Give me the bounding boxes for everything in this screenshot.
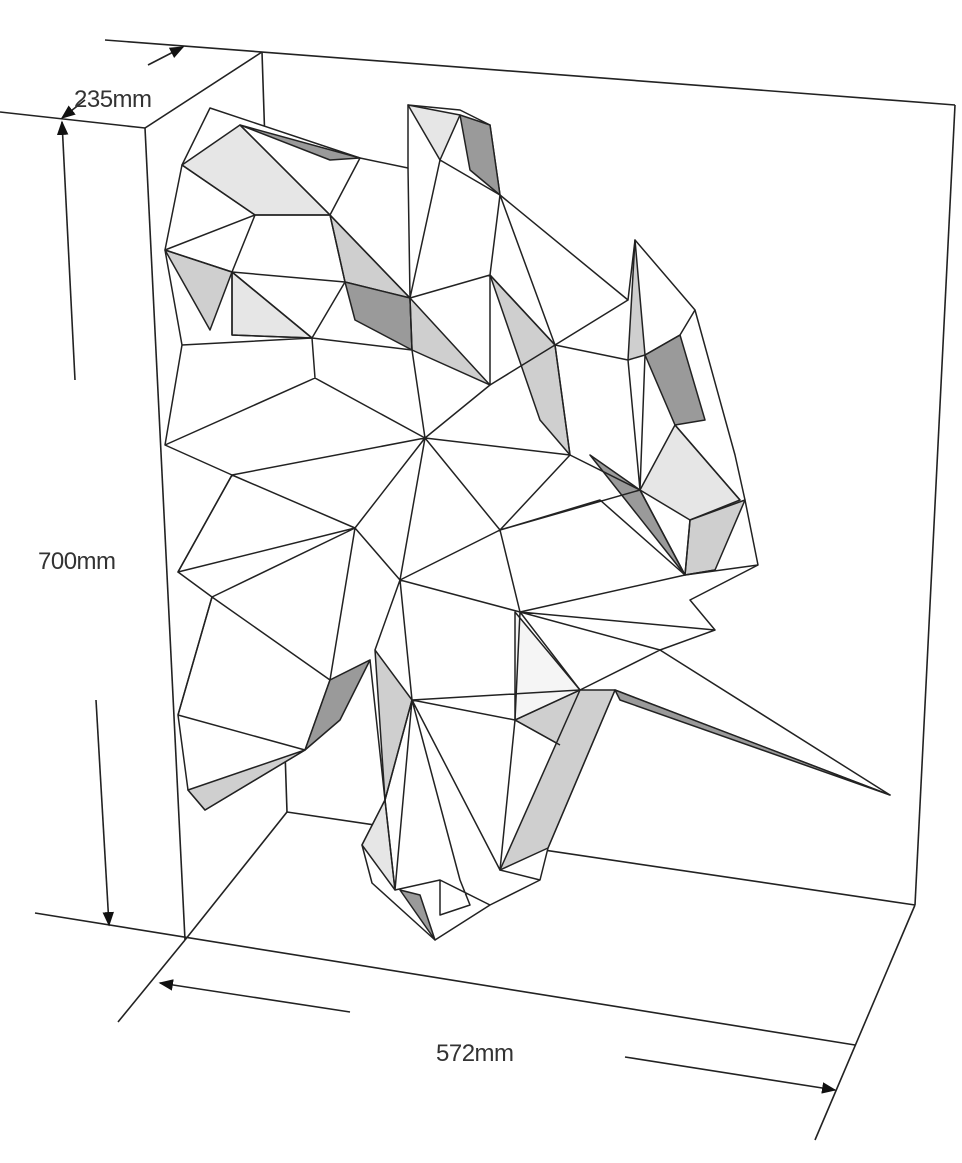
- height-arrow-bottom: [95, 699, 115, 927]
- depth-label: 235mm: [74, 86, 152, 113]
- dimension-arrows: [56, 46, 837, 1094]
- depth-arrow-bottom: [60, 99, 86, 119]
- height-label: 700mm: [38, 548, 116, 575]
- width-label: 572mm: [436, 1040, 514, 1067]
- width-arrow-right: [624, 1056, 837, 1094]
- low-poly-mesh: [164, 104, 891, 941]
- height-arrow-top: [56, 120, 76, 381]
- depth-arrow-top: [147, 46, 185, 66]
- width-arrow-left: [158, 979, 351, 1013]
